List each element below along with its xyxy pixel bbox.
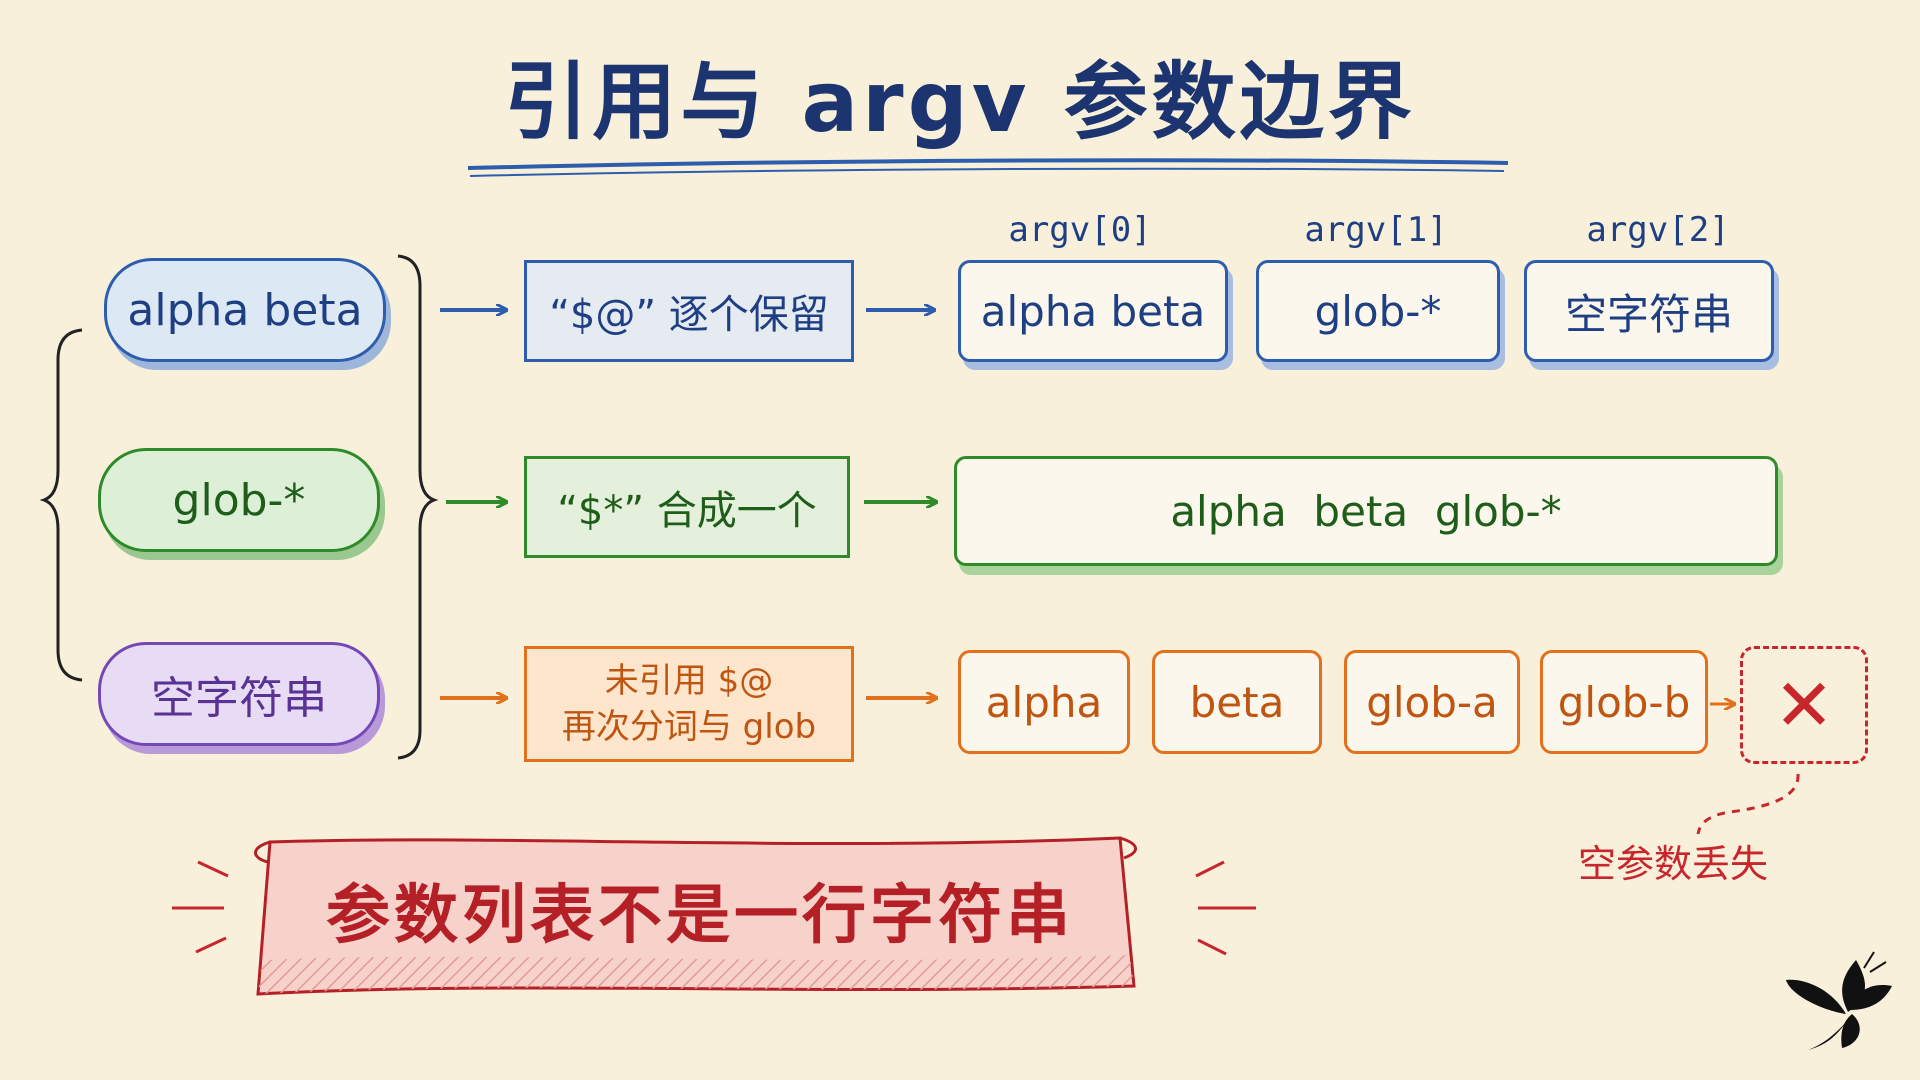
right-brace [397, 254, 439, 760]
input-pill-glob: glob-* [98, 448, 380, 552]
banner-text: 参数列表不是一行字符串 [326, 879, 1074, 953]
banner-emphasis-lines [172, 860, 1256, 956]
process-unquoted-at-line-2: 再次分词与 glob [561, 707, 817, 747]
butterfly-logo-icon [1786, 951, 1892, 1050]
process-quoted-star: “$*” 合成一个 [524, 456, 850, 558]
process-quoted-at: “$@” 逐个保留 [524, 260, 854, 362]
input-pill-empty-string: 空字符串 [98, 642, 380, 746]
argv-index-0: argv[0] [1008, 210, 1152, 250]
page-title: 引用与 argv 参数边界 [504, 52, 1416, 151]
split-result-alpha: alpha [958, 650, 1130, 754]
split-result-beta: beta [1152, 650, 1322, 754]
lost-argument-note: 空参数丢失 [1577, 841, 1768, 886]
argv-result-alpha-beta: alpha beta [958, 260, 1228, 362]
process-unquoted-at: 未引用 $@ 再次分词与 glob [524, 646, 854, 762]
argv-index-2: argv[2] [1586, 210, 1730, 250]
lost-connector [1696, 773, 1800, 835]
split-result-glob-a: glob-a [1344, 650, 1520, 754]
argv-index-1: argv[1] [1304, 210, 1448, 250]
argv-result-empty-string: 空字符串 [1524, 260, 1774, 362]
split-result-glob-b: glob-b [1540, 650, 1708, 754]
argv-result-glob: glob-* [1256, 260, 1500, 362]
banner-ribbon [254, 836, 1137, 996]
input-pill-alpha-beta: alpha beta [104, 258, 386, 362]
left-brace [39, 328, 83, 682]
merged-result: alpha beta glob-* [954, 456, 1778, 566]
process-unquoted-at-line-1: 未引用 $@ [604, 661, 774, 701]
lost-argument-x-icon: ✕ [1740, 646, 1868, 764]
title-underline [467, 158, 1509, 170]
